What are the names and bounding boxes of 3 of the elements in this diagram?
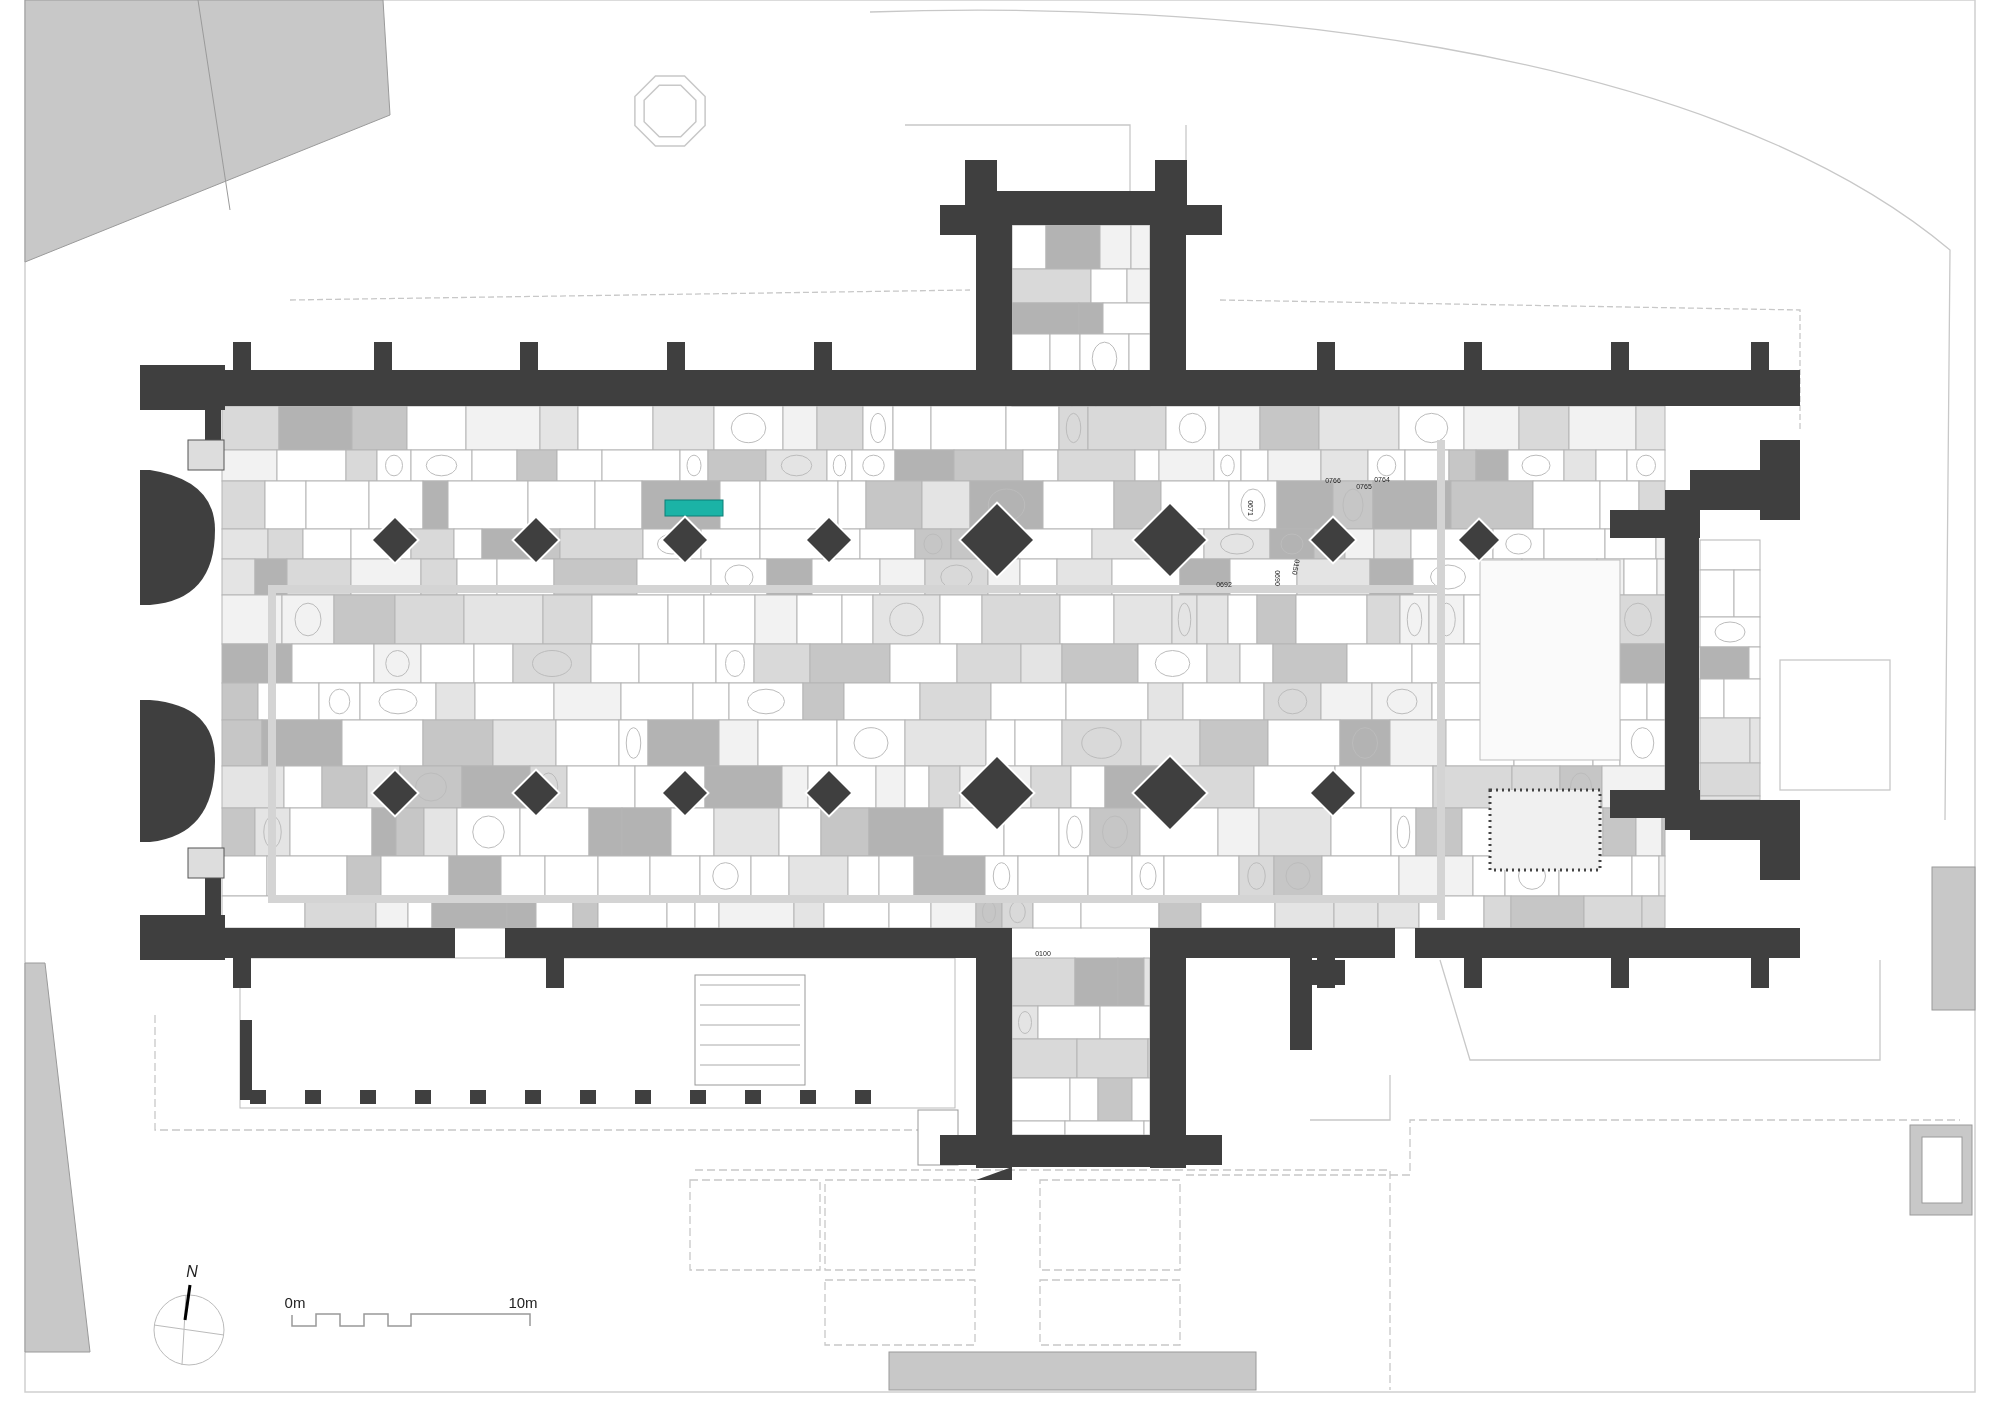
north-letter: N [186,1264,198,1280]
scale-label: 10m [508,1294,538,1310]
scale-label: 0m [284,1294,306,1310]
